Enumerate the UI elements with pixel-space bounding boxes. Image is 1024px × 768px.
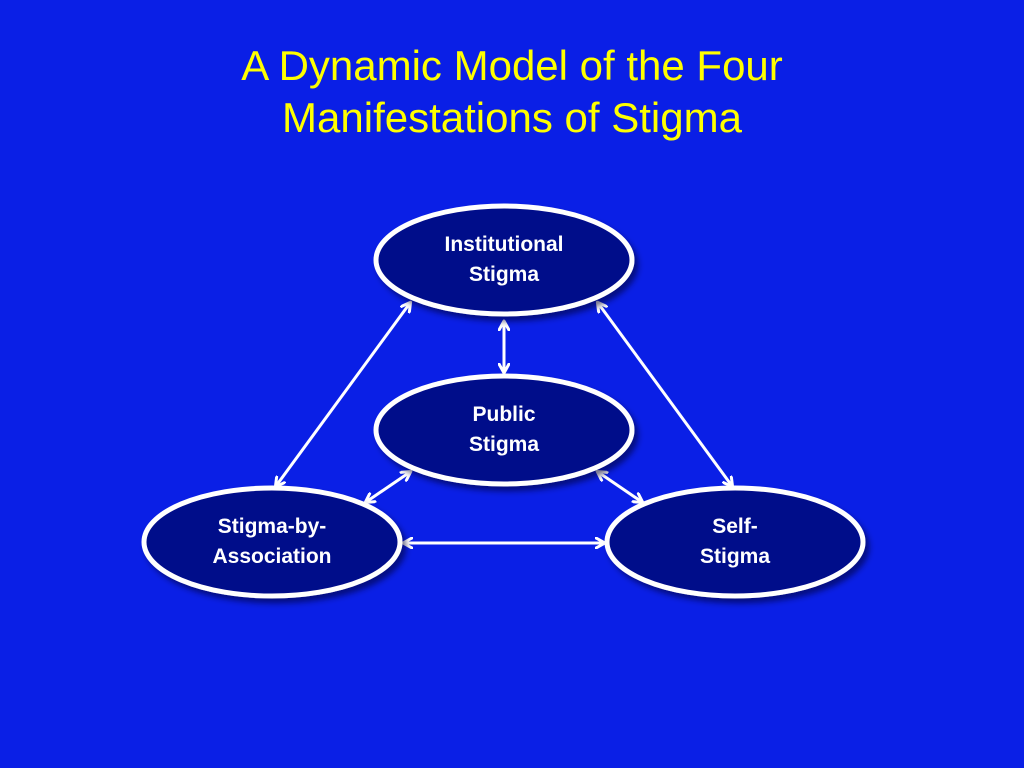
label-self-line1: Self-	[712, 515, 758, 538]
node-public-stigma	[373, 373, 635, 487]
label-institutional-line1: Institutional	[444, 233, 564, 256]
label-institutional-line2: Stigma	[468, 263, 539, 286]
slide-title: A Dynamic Model of the Four Manifestatio…	[0, 40, 1024, 144]
label-institutional-stigma: Institutional Stigma	[404, 230, 604, 290]
label-self-line2: Stigma	[699, 545, 770, 568]
label-association-line1: Stigma-by-	[217, 515, 327, 538]
label-stigma-by-association: Stigma-by- Association	[172, 512, 372, 572]
label-association-line2: Association	[212, 545, 332, 568]
label-public-line1: Public	[472, 403, 536, 426]
title-line-2: Manifestations of Stigma	[282, 94, 742, 141]
node-self-stigma	[604, 485, 866, 599]
node-institutional-stigma	[373, 203, 635, 317]
title-line-1: A Dynamic Model of the Four	[241, 42, 783, 89]
arrow-public-self	[598, 472, 642, 502]
label-public-stigma: Public Stigma	[404, 400, 604, 460]
arrow-public-association	[366, 472, 410, 502]
label-public-line2: Stigma	[468, 433, 539, 456]
arrow-institutional-self	[598, 303, 732, 486]
arrow-institutional-association	[276, 303, 410, 486]
node-stigma-by-association	[141, 485, 403, 599]
label-self-stigma: Self- Stigma	[635, 512, 835, 572]
